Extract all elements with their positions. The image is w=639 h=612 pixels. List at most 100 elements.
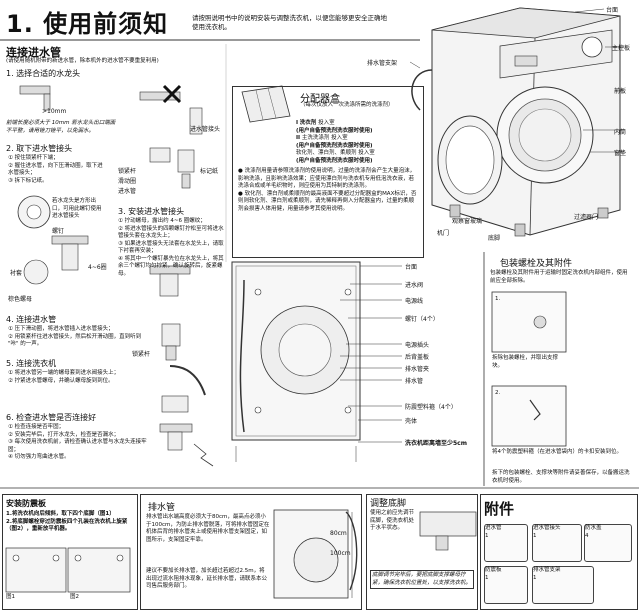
step2-list: ① 按住锁紧杆下端； ② 握住进水管，向下压滑动圈，取下进水管接头； ③ 拆下标… [8,155,108,185]
label-lock2: 锁紧杆 [132,351,151,358]
step4-item: ② 用锁紧杆往进水管接头，然后松开滑动圈，直到听到 "咔" 的一声。 [8,333,142,348]
packing-note: 拆下的包装螺栓、支撑块等附件请妥善保存，以备搬运洗衣机时使用。 [492,470,630,484]
label-inner-drum: 内筒 [614,129,627,136]
connect-inlet-note: (请使用随机附带的新进水管，除本机外的进水管不要重复利用) [6,58,159,64]
step2-heading: 2. 取下进水管接头 [6,144,73,153]
dispenser-row: I 洗衣剂 投入室 [296,120,335,126]
step6-list: ① 检查连接是否牢固； ② 安装完毕后，打开水龙头，检查是否漏水； ③ 每次使用… [8,424,156,462]
adjust-feet-panel [366,494,478,610]
label-window: 窗垫 [614,150,627,157]
dispenser-row-note: (用户自备预洗剂洗衣服时使用) [296,142,373,149]
fig2-label: 图2 [70,594,79,600]
dispenser-row-note: (用户自备预洗剂洗衣服时使用) [296,127,373,134]
label-screw: 螺钉 [52,228,65,235]
dispenser-row-note: (用户自备预洗剂洗衣服时使用) [296,157,373,164]
back-label: 排水管夹 [405,366,430,373]
accessory-item: 进水管接头 1 [532,524,582,562]
step6-item: ① 检查连接是否牢固； [8,424,65,430]
step2-item: ③ 拆下标记纸。 [8,177,48,184]
accessories-panel [480,494,638,610]
packing-heading: 包装螺栓及其附件 [500,259,573,269]
drain-text2: 建议不要加长排水管，加长超过若超过2.5m，将出现过流水阻排水现象，延长排水管，… [146,568,268,589]
step1-heading: 1. 选择合适的水龙头 [6,69,81,78]
step6-item: ② 安装完毕后，打开水龙头，检查是否漏水； [8,431,120,438]
step3-heading: 3. 安装进水管接头 [118,207,185,216]
back-label: 后背盖板 [405,354,430,361]
accessory-item: 防水盖 4 [584,524,632,562]
label-control-panel: 主控板 [612,45,631,52]
step3-item: ② 将进水管接头的四颗螺钉拧松至可将进水管接头套在水龙头上； [118,225,224,240]
fig1-label: 图1 [6,594,15,600]
anti-vibration-heading: 安装防震板 [6,499,46,508]
anti-vibration-item: 2.将底脚螺栓穿过防震板四个孔装在洗衣机上旋紧（图2），重新放平机器。 [6,518,128,533]
back-label: 排水管 [405,378,424,385]
step4-heading: 4. 连接进水管 [6,315,57,324]
step5-item: ① 将进水管另一端的螺母套到进水阀接头上； [8,370,120,376]
step4-item: ① 压下滑动圈，将进水管插入进水管接头； [8,326,114,332]
step3-item: ③ 如果进水管接头无法套在水龙头上，请取下衬套再安装； [118,240,224,255]
adjust-feet-text: 使用之前应先调节底脚，使洗衣机处于水平状态。 [370,510,415,531]
accessory-item: 进水管 1 [484,524,528,562]
label-mark: 标记纸 [200,168,219,175]
packing-intro: 包装螺栓及其附件用于运输时固定洗衣机内部组件，使用前应全部拆除。 [490,270,628,284]
faucet-note: 前端长度必须大于 10mm 若水龙头出口端面不平整，请用锉刀锉平，以免漏水。 [6,120,116,134]
label-slide: 滑动圈 [118,178,137,185]
back-label: 电源线 [405,298,424,305]
step3-list: ① 拧动螺母，露出约 4~6 圈螺纹； ② 将进水管接头的四颗螺钉拧松至可将进水… [118,218,224,278]
dispenser-panel [232,86,424,258]
dispenser-bullet: ● 软化剂、漂白剂或柔顺剂的最高液面不要超过分配器盒的MAX标识，否则则软化剂、… [238,190,417,212]
anti-vibration-list: 1.将洗衣机向后倾斜，取下四个底脚（图1） 2.将底脚螺栓穿过防震板四个孔装在洗… [6,511,134,534]
drain-text: 排水管出水端高度必须大于80cm，最高点必须小于100cm，为防止排水管脱落，可… [146,514,270,543]
clearance-label: 洗衣机距离墙至少5cm [405,440,467,447]
packing-step2-num: 2. [495,390,501,396]
step6-item: ④ 切勿强力弯曲进水管。 [8,454,70,460]
packing-step1-text: 拆除包装螺栓，并取出支撑块。 [492,355,559,369]
step3-item: ④ 将其中一个螺钉暴先位在水龙头上，将其余三个螺钉均匀拧紧，确认旋转后，旋紧螺母… [118,255,224,277]
drain-h-min: 80cm [330,530,347,537]
dispenser-bullet: ● 洗涤剂用量请参照洗涤剂的使用说明，过量的洗涤剂会产生大量泡沫，影响洗涤，且影… [238,168,416,189]
label-connector: 进水管接头 [190,126,221,133]
dispenser-heading: 分配器盒 [300,94,340,105]
dispenser-row: 软化剂、漂白剂、柔顺剂 投入室 [296,150,375,156]
step4-list: ① 压下滑动圈，将进水管插入进水管接头； ② 用锁紧杆往进水管接头，然后松开滑动… [8,326,148,349]
back-label: 台面 [405,264,418,271]
drain-heading: 排水管 [148,503,176,513]
label-nut: 棕色螺母 [8,296,33,303]
label-hose: 进水管 [118,188,137,195]
dispenser-sub: （每次仅放入一次洗涤所需的洗涤剂） [300,102,394,108]
adjust-feet-note: 底脚调节完毕后，要把底脚支撑螺母拧紧，确保洗衣机位置处，以支撑洗衣机。 [370,570,474,589]
dispenser-rows: I 洗衣剂 投入室 (用户自备预洗剂洗衣服时使用) II 主洗洗涤剂 投入室 (… [296,120,420,165]
dispenser-bullets: ● 洗涤剂用量请参照洗涤剂的使用说明，过量的洗涤剂会产生大量泡沫，影响洗涤，且影… [238,168,418,213]
intro-text: 请按照说明书中的说明安装与调整洗衣机，以便您能够更安全正确地使用洗衣机。 [192,14,387,31]
page-title: 1. 使用前须知 [6,10,169,38]
anti-vibration-panel [2,494,138,610]
anti-vibration-item: 1.将洗衣机向后倾斜，取下四个底脚（图1） [6,511,115,517]
step6-heading: 6. 检查进水管是否连接好 [6,413,97,422]
label-porthole: 观察窗玻璃 [452,218,483,225]
dim-10mm: >10mm [42,108,67,115]
back-label: 电源插头 [405,342,430,349]
drain-h-max: 100cm [330,550,351,557]
label-bushing: 衬套 [10,270,23,277]
step6-item: ③ 每次使用洗衣机前，请检查确认进水管与水龙头连接牢固； [8,439,147,453]
step2-item: ① 按住锁紧杆下端； [8,155,59,161]
step3-item: ① 拧动螺母，露出约 4~6 圈螺纹； [118,218,206,224]
step5-item: ② 拧紧进水管螺母，并确认螺母旋到到位。 [8,377,114,384]
back-label: 螺钉（4个） [405,316,439,323]
label-filter-door: 过滤器门 [574,214,599,221]
label-motor: 机门 [437,230,450,237]
connect-inlet-heading: 连接进水管 [6,46,61,59]
label-base: 底脚 [488,235,501,242]
tip-square-faucet: 若水龙头是方形出口，可用此螺钉使用进水管接头 [52,198,102,219]
step2-item: ② 握住进水管，向下压滑动圈，取下进水管接头； [8,162,103,177]
label-lock: 锁紧杆 [118,168,137,175]
accessory-item: 防震板 1 [484,566,528,604]
label-top-panel: 台面 [606,7,619,14]
label-drain-bracket: 排水管支架 [367,60,398,67]
back-label: 壳体 [405,418,418,425]
label-front-panel: 前板 [614,88,627,95]
packing-step2-text: 将4个防震塑料箍（在进水管袋内）的卡扣安装到位。 [492,449,623,455]
step5-heading: 5. 连接洗衣机 [6,359,57,368]
adjust-feet-heading: 调整底脚 [370,499,407,509]
accessory-item: 排水管支架 1 [532,566,594,604]
